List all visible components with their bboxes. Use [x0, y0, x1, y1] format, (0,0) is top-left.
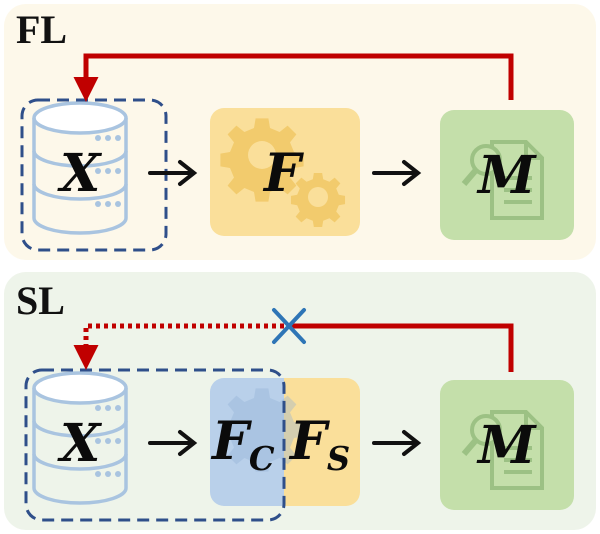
sl-flow-arrow-1 — [148, 430, 198, 456]
sl-server-feature-label: FS — [290, 416, 351, 478]
sl-feedback-arrow-solid — [288, 323, 514, 372]
sl-server-feature-label-main: F — [290, 411, 327, 472]
sl-server-feature-label-sub: S — [326, 439, 351, 478]
fl-model-label: M — [478, 145, 536, 206]
sl-server-feature-box — [280, 378, 360, 506]
fl-data-label: X — [60, 143, 101, 204]
fl-feedback-arrow — [73, 53, 514, 102]
fl-flow-arrow-1 — [148, 160, 198, 186]
blocked-cross-icon — [272, 308, 306, 344]
sl-data-label: X — [60, 413, 101, 474]
sl-feedback-arrow-dotted — [73, 323, 284, 370]
fl-title: FL — [16, 7, 68, 52]
fl-feature-label: F — [264, 143, 301, 204]
sl-model-label: M — [478, 415, 536, 476]
sl-dashed-boundary — [24, 368, 286, 522]
fl-flow-arrow-2 — [372, 160, 422, 186]
fl-gears-icon — [220, 118, 346, 228]
sl-flow-arrow-2 — [372, 430, 422, 456]
sl-title: SL — [16, 278, 65, 323]
sl-client-feature-label-sub: C — [248, 439, 275, 478]
sl-client-feature-label: FC — [212, 416, 275, 478]
sl-client-feature-label-main: F — [212, 411, 249, 472]
